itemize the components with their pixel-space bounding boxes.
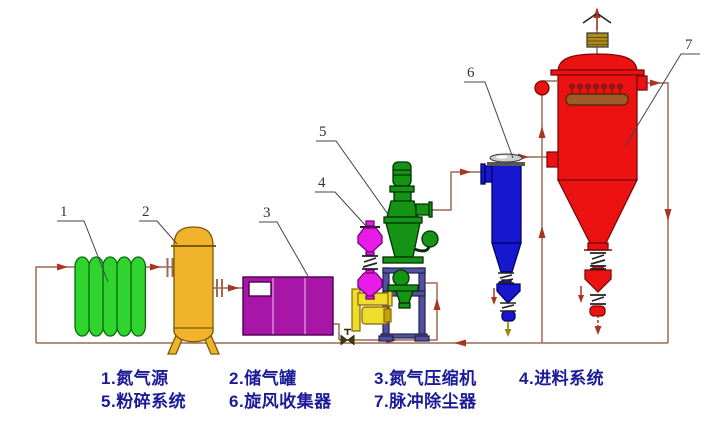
mill-flange (389, 185, 415, 193)
legend-item-3: 3.氮气压缩机 (374, 369, 477, 388)
cyclone-cap (501, 310, 516, 322)
flow-arrow-icon (454, 339, 466, 347)
collector-right-nozzle (636, 75, 648, 91)
collector-cap (589, 305, 606, 317)
legend-item-7: 7.脉冲除尘器 (374, 392, 477, 411)
mill-lower-flange (382, 256, 424, 264)
discharge-arrow-icon (578, 295, 584, 303)
feed-inlet-stub (365, 220, 375, 227)
cyclone-cone (491, 242, 522, 273)
flow-arrow-icon (228, 284, 239, 292)
mill-handwheel-arm (413, 245, 431, 253)
flow-arrow-icon (538, 126, 546, 138)
discharge-arrow-icon (594, 326, 602, 335)
flow-arrow-icon (664, 209, 672, 221)
mill-side-nozzle (415, 203, 430, 216)
cyclone-spring-coupling-icon (498, 272, 516, 312)
callout-7: 7 (685, 37, 693, 53)
legend-item-5: 5.粉碎系统 (101, 392, 187, 411)
compressor-window (248, 281, 272, 297)
legend-item-2: 2.储气罐 (229, 369, 297, 388)
cyclone-body (491, 163, 522, 244)
pulse-valve-icons (569, 83, 623, 95)
mill-bearing (392, 269, 410, 287)
mill-cone (385, 222, 421, 258)
vent-wings-icon (582, 13, 612, 24)
callout-5: 5 (319, 124, 327, 140)
compressor-panel-line (272, 278, 306, 334)
cyclone-collector (480, 163, 522, 322)
collector-cone (556, 179, 639, 244)
silencer (586, 32, 609, 48)
callout-1: 1 (60, 204, 68, 220)
tank-body (173, 245, 214, 331)
mill-wide-flange (383, 216, 423, 224)
compressor (242, 276, 334, 336)
legend-item-6: 6.旋风收集器 (229, 392, 332, 411)
collector-side-device (534, 80, 550, 96)
legend-item-4: 4.进料系统 (519, 369, 605, 388)
callout-3: 3 (263, 205, 271, 221)
cyclone-lid (487, 153, 525, 166)
flow-arrow-icon (150, 263, 161, 271)
inline-valve-icon (166, 258, 223, 297)
callout-2: 2 (142, 204, 150, 220)
cyclone-discharge-yellow-arrow (504, 322, 512, 337)
pipe-source-inlet (35, 266, 75, 343)
feed-hopper-upper (357, 227, 383, 253)
callout-4: 4 (318, 175, 326, 191)
collector-body (557, 74, 638, 181)
pulse-manifold (565, 83, 629, 106)
callout-6: 6 (467, 65, 475, 81)
flow-arrow-icon (57, 263, 68, 271)
collector-flange (550, 69, 645, 76)
pipe-compressor-drop (333, 323, 340, 340)
flow-arrow-icon (650, 79, 661, 87)
nitrogen-source-cylinders (74, 256, 147, 337)
feed-system (357, 220, 383, 300)
discharge-arrow-icon (491, 297, 497, 305)
pipe-collector-return (647, 82, 669, 343)
mill-handwheel-icon (421, 230, 439, 248)
dust-collector (534, 53, 648, 317)
mill-nozzle-flange (428, 201, 433, 218)
collector-spring-coupling-icon (590, 252, 606, 305)
collector-left-nozzle (546, 151, 559, 168)
collector-hopper (584, 269, 612, 293)
tank-bottom (173, 327, 214, 343)
discharge-arrow-shafts (493, 14, 599, 328)
mill (382, 161, 439, 309)
flow-arrow-icon (538, 226, 546, 238)
tank-dome (173, 226, 214, 247)
legend-item-1: 1.氮气源 (101, 369, 169, 388)
flow-arrow-icon (433, 298, 441, 310)
storage-tank (167, 226, 220, 355)
mill-neck (393, 191, 412, 202)
mill-motor (392, 161, 412, 187)
collector-dome (557, 53, 638, 73)
flow-arrow-icon (460, 168, 471, 176)
pipe-mill-to-cyclone (432, 171, 482, 211)
feed-spring-coupling-icon (362, 255, 378, 270)
callout-leader-lines (57, 53, 700, 283)
cyclone-hopper (496, 283, 521, 304)
bottom-valve-icon (340, 328, 355, 346)
mill-upper-bowl (386, 200, 419, 218)
